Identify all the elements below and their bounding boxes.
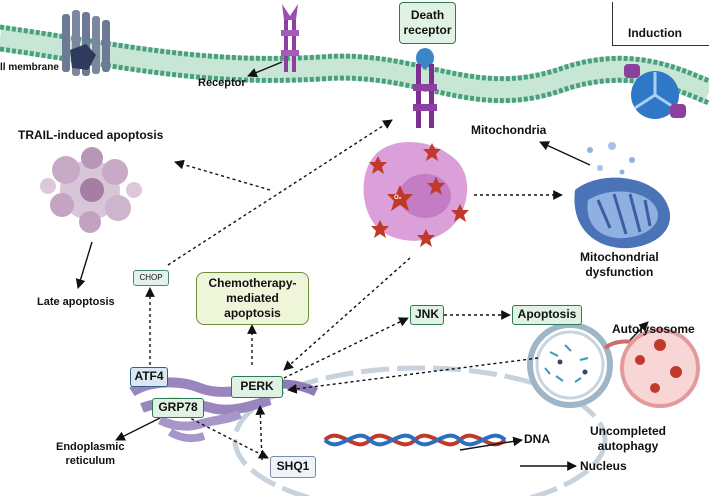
arrow-autolysosome-label [629,321,649,341]
arrow-to-late-apoptosis [75,241,93,289]
dna-icon [323,433,507,447]
autolysosome-icon [527,322,700,408]
uncompleted-line1: Uncompleted [590,424,667,438]
mito-dysfunction-line2: dysfunction [585,265,654,279]
mitochondrial-dysfunction-label: Mitochondrial dysfunction [580,250,659,280]
grp78-box: GRP78 [152,398,204,418]
chemo-line1: Chemotherapy- [208,276,297,290]
arrow-autophagy-to-perk [287,357,539,394]
er-line2: reticulum [65,455,115,467]
mitochondria-icon [574,142,671,249]
pathway-arrows [75,61,649,471]
legend [612,2,709,46]
arrow-perk-to-jnk [283,317,409,379]
arrow-shq1-to-perk [255,405,266,461]
death-receptor-label-line2: receptor [403,23,452,37]
nucleus-label: Nucleus [580,459,627,473]
ros-label: O₂ [394,195,402,201]
jnk-box: JNK [410,305,444,325]
autolysosome-label: Autolysosome [612,322,695,336]
receptor-icon [281,4,299,72]
ros-stars [369,143,469,247]
arrow-receptor-label [247,61,283,78]
membrane-channel-icon [62,10,110,76]
arrow-to-er-label [115,417,161,441]
arrow-to-dna [459,436,523,451]
death-receptor-label-line1: Death [410,8,445,22]
trail-apoptosis-label: TRAIL-induced apoptosis [18,128,164,142]
chemo-line3: apoptosis [224,306,281,320]
atf4-box: ATF4 [130,367,168,387]
mito-dysfunction-line1: Mitochondrial [580,250,659,264]
er-line1: Endoplasmic [56,441,125,453]
chemotherapy-apoptosis-box: Chemotherapy- mediated apoptosis [196,272,309,325]
legend-label: Induction [628,26,682,40]
apoptosis-box: Apoptosis [512,305,582,325]
arrow-ros-to-perk [283,257,411,371]
shq1-box: SHQ1 [270,456,316,478]
nucleus-icon [232,365,608,501]
death-receptor-icon [413,48,437,128]
uncompleted-autophagy-label: Uncompleted autophagy [590,424,666,454]
receptor-label: Receptor [198,77,246,89]
late-apoptosis-label: Late apoptosis [37,296,115,308]
cell-membrane-label: ll membrane [0,62,59,73]
chop-box: CHOP [133,270,169,286]
uncompleted-line2: autophagy [597,439,659,453]
perk-box: PERK [231,376,283,398]
mitochondria-label: Mitochondria [471,123,547,137]
transporter-icon [624,64,686,119]
dna-label: DNA [524,432,550,446]
endoplasmic-reticulum-label: Endoplasmic reticulum [56,440,124,468]
arrow-mito-label [539,141,591,166]
arrow-to-trail-apoptosis [174,159,271,191]
apoptotic-cell-icon [40,147,142,233]
chemo-line2: mediated [226,291,279,305]
arrow-chop-to-death-receptor [167,119,393,266]
death-receptor-box: Death receptor [399,2,456,44]
